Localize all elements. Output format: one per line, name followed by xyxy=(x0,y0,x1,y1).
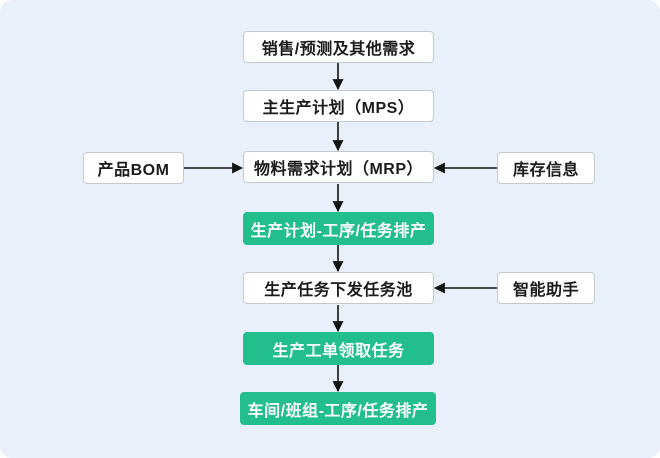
node-assistant: 智能助手 xyxy=(497,272,595,304)
node-plan-scheduling: 生产计划-工序/任务排产 xyxy=(243,212,434,245)
node-work-order: 生产工单领取任务 xyxy=(243,332,434,365)
node-task-pool: 生产任务下发任务池 xyxy=(243,272,434,304)
node-sales-demand: 销售/预测及其他需求 xyxy=(243,31,434,63)
node-mrp: 物料需求计划（MRP） xyxy=(243,151,434,183)
node-inventory: 库存信息 xyxy=(497,152,595,184)
node-product-bom: 产品BOM xyxy=(83,152,184,184)
node-mps: 主生产计划（MPS） xyxy=(243,90,434,122)
node-workshop-scheduling: 车间/班组-工序/任务排产 xyxy=(240,392,436,425)
